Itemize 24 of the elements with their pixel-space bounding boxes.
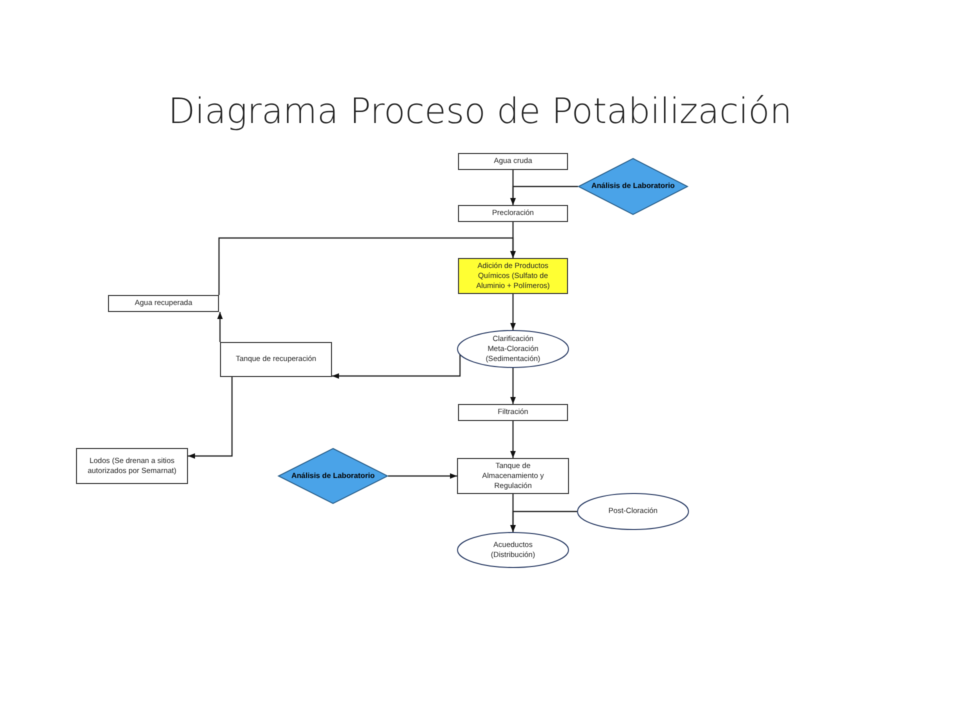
arrow	[332, 353, 461, 379]
process-ellipse	[457, 532, 569, 568]
diagram-title: Diagrama Proceso de Potabilización	[167, 92, 793, 132]
process-ellipse	[457, 330, 569, 368]
decision-diamond	[578, 158, 688, 215]
process-ellipse	[577, 493, 689, 530]
process-box	[108, 295, 219, 312]
arrow	[510, 421, 516, 458]
arrow	[510, 186, 578, 205]
arrow	[510, 368, 516, 404]
arrow	[510, 294, 516, 330]
arrow	[217, 312, 223, 342]
process-box	[458, 205, 568, 222]
arrow	[188, 377, 233, 459]
process-box	[458, 153, 568, 170]
decision-diamond	[278, 448, 388, 504]
arrow	[388, 473, 457, 479]
process-box	[220, 342, 332, 377]
arrow	[510, 510, 577, 532]
process-box	[457, 458, 569, 494]
process-box	[76, 448, 188, 484]
process-box	[458, 258, 568, 294]
arrow	[218, 237, 516, 295]
process-box	[458, 404, 568, 421]
